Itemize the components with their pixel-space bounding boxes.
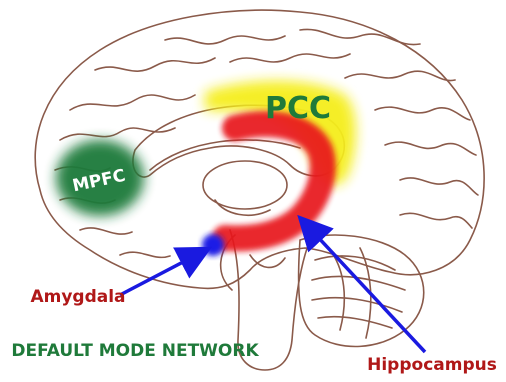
amygdala-marker <box>202 234 224 256</box>
amygdala-label: Amygdala <box>30 287 125 307</box>
pcc-label: PCC <box>265 91 331 126</box>
diagram-caption: DEFAULT MODE NETWORK <box>11 341 259 361</box>
hippocampus-arrow <box>302 220 425 352</box>
hippocampus-label: Hippocampus <box>367 355 497 375</box>
